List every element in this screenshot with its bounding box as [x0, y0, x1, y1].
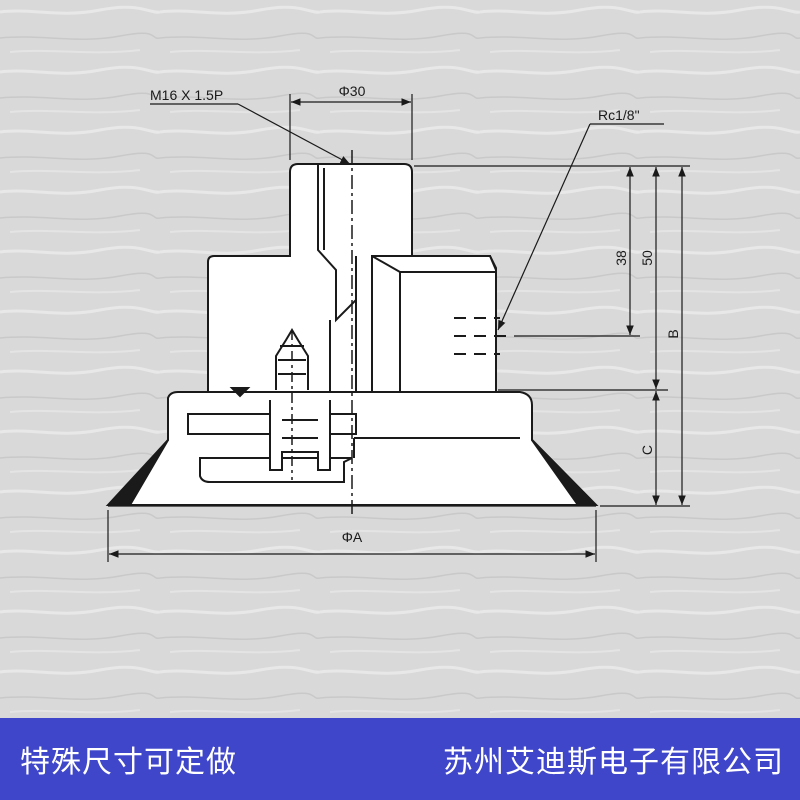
footer-banner: 特殊尺寸可定做 苏州艾迪斯电子有限公司	[0, 718, 800, 800]
thread-leader	[150, 103, 351, 165]
part-outline	[105, 163, 599, 506]
port-hidden-lines	[454, 317, 512, 355]
dim-b-label: B	[665, 329, 681, 338]
drawing-canvas: Φ30 M16 X 1.5P Rc1/8" 38 50 B C	[0, 0, 800, 718]
dim-phi30	[289, 94, 413, 160]
custom-size-slogan: 特殊尺寸可定做	[20, 745, 237, 780]
company-name: 苏州艾迪斯电子有限公司	[443, 745, 784, 780]
port-label: Rc1/8"	[598, 107, 640, 123]
dim-phi30-label: Φ30	[339, 83, 366, 99]
dim-50-label: 50	[639, 250, 655, 266]
dim-38-label: 38	[613, 250, 629, 266]
port-leader	[497, 123, 664, 331]
suction-cup-drawing: Φ30 M16 X 1.5P Rc1/8" 38 50 B C	[0, 0, 800, 718]
thread-label: M16 X 1.5P	[150, 87, 223, 103]
dim-c-label: C	[639, 445, 655, 455]
port-block	[371, 255, 497, 393]
dim-phiA	[107, 505, 597, 562]
dim-phiA-label: ΦA	[342, 529, 363, 545]
right-dimensions	[414, 165, 690, 507]
